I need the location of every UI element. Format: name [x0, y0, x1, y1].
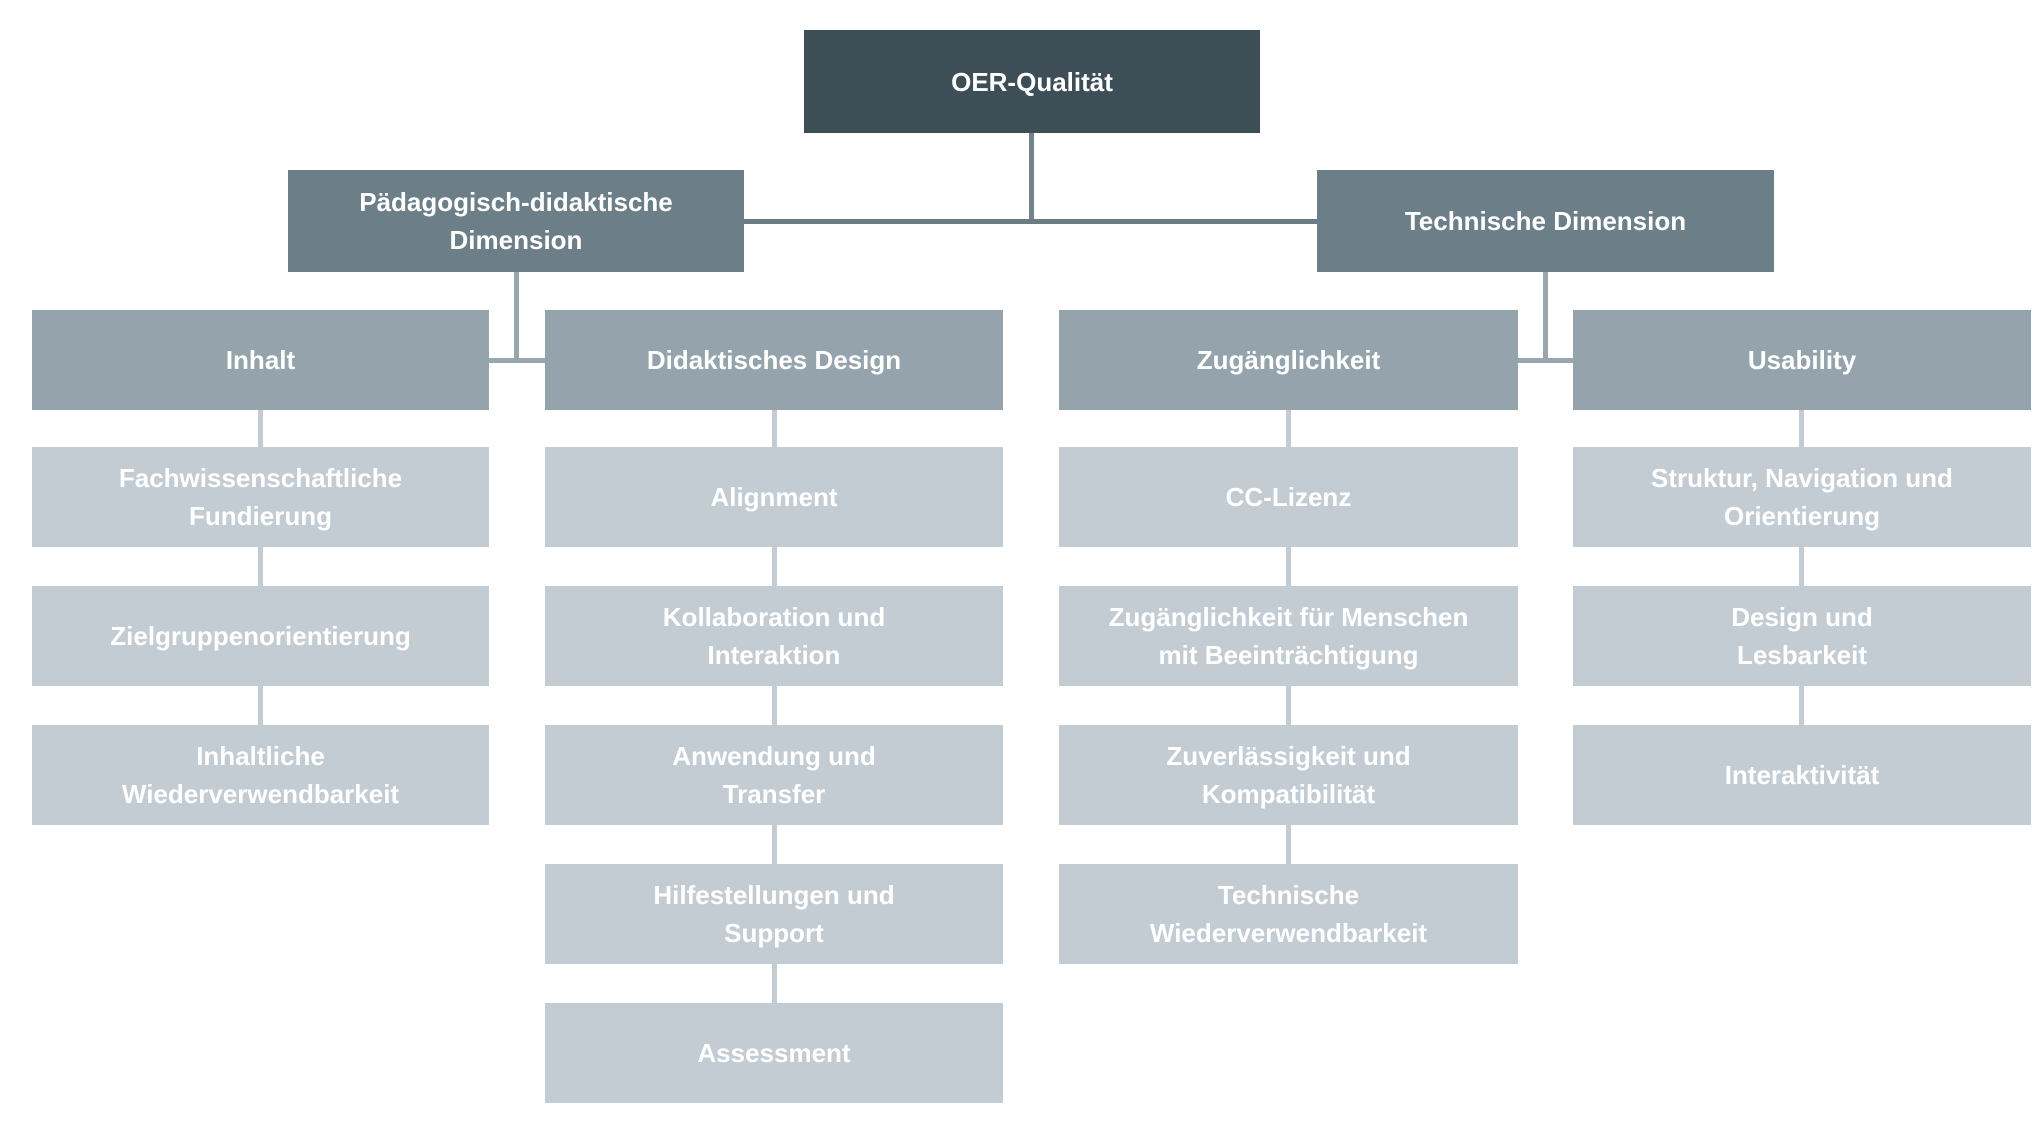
- connector-root-horizontal: [744, 219, 1317, 224]
- connector-column-didaktisches-design: [772, 410, 777, 1003]
- node-technische-dimension: Technische Dimension: [1317, 170, 1774, 272]
- connector-column-inhalt: [258, 410, 263, 725]
- connector-dimension-right-vertical: [1543, 272, 1548, 363]
- node-anwendung-und-transfer: Anwendung und Transfer: [545, 725, 1003, 825]
- connector-column-usability: [1799, 410, 1804, 725]
- node-didaktisches-design: Didaktisches Design: [545, 310, 1003, 410]
- node-struktur-navigation-orientierung: Struktur, Navigation und Orientierung: [1573, 447, 2031, 547]
- node-alignment: Alignment: [545, 447, 1003, 547]
- node-fachwissenschaftliche-fundierung: Fachwissenschaftliche Fundierung: [32, 447, 489, 547]
- node-zuverlaessigkeit-und-kompatibilitaet: Zuverlässigkeit und Kompatibilität: [1059, 725, 1518, 825]
- node-hilfestellungen-und-support: Hilfestellungen und Support: [545, 864, 1003, 964]
- node-zugaenglichkeit: Zugänglichkeit: [1059, 310, 1518, 410]
- node-zugaenglichkeit-fuer-menschen: Zugänglichkeit für Menschen mit Beeinträ…: [1059, 586, 1518, 686]
- node-zielgruppenorientierung: Zielgruppenorientierung: [32, 586, 489, 686]
- node-interaktivitaet: Interaktivität: [1573, 725, 2031, 825]
- node-assessment: Assessment: [545, 1003, 1003, 1103]
- node-inhalt: Inhalt: [32, 310, 489, 410]
- node-paedagogisch-didaktische-dimension: Pädagogisch-didaktische Dimension: [288, 170, 744, 272]
- connector-root-vertical: [1029, 133, 1034, 223]
- connector-dimension-left-vertical: [514, 272, 519, 363]
- node-usability: Usability: [1573, 310, 2031, 410]
- node-inhaltliche-wiederverwendbarkeit: Inhaltliche Wiederverwendbarkeit: [32, 725, 489, 825]
- node-cc-lizenz: CC-Lizenz: [1059, 447, 1518, 547]
- node-technische-wiederverwendbarkeit: Technische Wiederverwendbarkeit: [1059, 864, 1518, 964]
- node-design-und-lesbarkeit: Design und Lesbarkeit: [1573, 586, 2031, 686]
- node-oer-qualitaet: OER-Qualität: [804, 30, 1260, 133]
- node-kollaboration-und-interaktion: Kollaboration und Interaktion: [545, 586, 1003, 686]
- connector-dimension-left-horizontal: [489, 358, 545, 363]
- connector-dimension-right-horizontal: [1518, 358, 1573, 363]
